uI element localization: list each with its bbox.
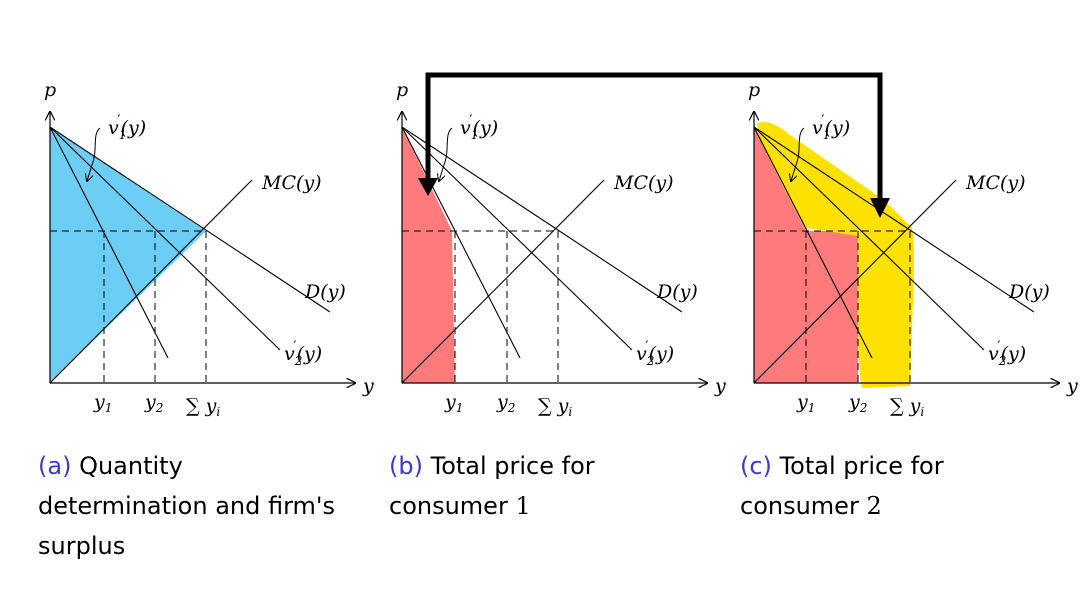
d-label: D(y): [304, 281, 346, 303]
mc-label: MC(y): [965, 172, 1026, 194]
caption-number: 2: [866, 492, 882, 520]
panel-c: p y v1′(y) MC(y) D(y) v2′(y) y1 y2 ∑ yi: [748, 79, 1078, 419]
y1-tick-label: y1: [796, 391, 815, 415]
sum-tick-label: ∑ yi: [890, 395, 924, 419]
d-label: D(y): [656, 281, 698, 303]
sum-tick-label: ∑ yi: [186, 395, 220, 419]
panel-b: p y v1′(y) MC(y) D(y) v2′(y) y1 y2 ∑ yi: [396, 79, 726, 419]
caption-a: (a) Quantity determination and firm's su…: [38, 446, 338, 566]
caption-tag: (c): [740, 452, 772, 480]
sum-tick-label: ∑ yi: [538, 395, 572, 419]
caption-text: Total price for consumer: [740, 452, 944, 520]
firm-surplus-area: [50, 127, 206, 383]
y-axis-label: y: [1066, 375, 1078, 397]
y2-tick-label: y2: [144, 391, 163, 415]
caption-number: 1: [515, 492, 531, 520]
v1-label: v1′(y): [460, 113, 498, 142]
y1-tick-label: y1: [444, 391, 463, 415]
mc-label: MC(y): [613, 172, 674, 194]
v2-label: v2′(y): [284, 339, 322, 368]
y2-tick-label: y2: [496, 391, 515, 415]
caption-text: Quantity determination and firm's surplu…: [38, 452, 336, 560]
caption-c: (c) Total price for consumer 2: [740, 446, 1040, 526]
caption-text: Total price for consumer: [389, 452, 595, 520]
y-axis-label: y: [714, 375, 726, 397]
v1-label: v1′(y): [812, 113, 850, 142]
caption-tag: (b): [389, 452, 423, 480]
v2-label: v2′(y): [988, 339, 1026, 368]
consumer2-highlight: [757, 121, 915, 388]
y-axis-label: y: [362, 375, 374, 397]
y1-tick-label: y1: [93, 391, 112, 415]
p-axis-label: p: [396, 79, 408, 101]
mc-label: MC(y): [261, 172, 322, 194]
v1-label: v1′(y): [108, 113, 146, 142]
caption-b: (b) Total price for consumer 1: [389, 446, 689, 526]
v2-label: v2′(y): [636, 339, 674, 368]
p-axis-label: p: [44, 79, 56, 101]
d-label: D(y): [1008, 281, 1050, 303]
p-axis-label: p: [748, 79, 760, 101]
connector-arrow: [418, 72, 890, 218]
y2-tick-label: y2: [848, 391, 867, 415]
panel-a: p y v1′(y) MC(y) D(y) v2′(y) y1 y2 ∑ yi: [44, 79, 374, 419]
caption-tag: (a): [38, 452, 72, 480]
consumer1-price-area: [402, 127, 455, 383]
